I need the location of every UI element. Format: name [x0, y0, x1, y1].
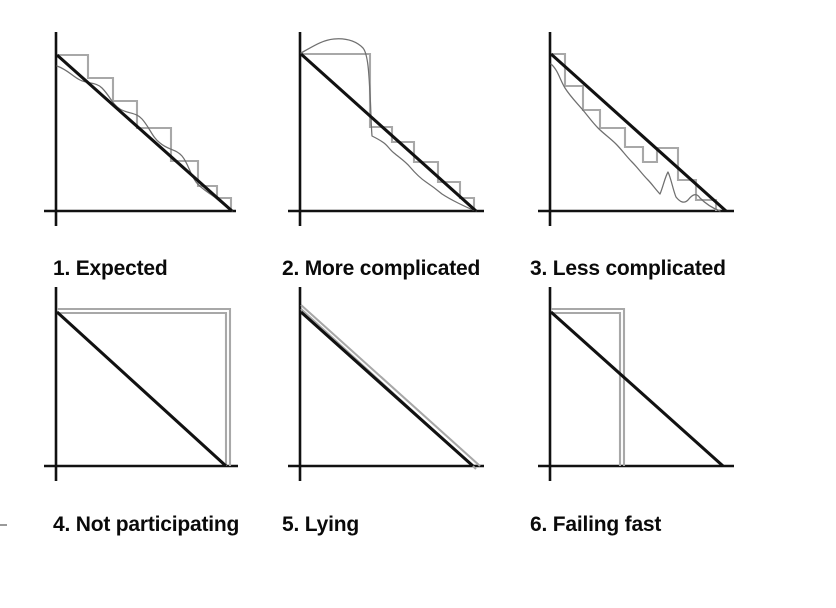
smooth-line-2 — [300, 38, 477, 212]
chart-caption-6: 6. Failing fast — [530, 513, 662, 536]
chart-caption-3: 3. Less complicated — [530, 257, 726, 280]
chart-caption-5: 5. Lying — [282, 513, 359, 536]
ideal-line-1 — [55, 53, 234, 213]
step-line-6 — [551, 311, 622, 466]
chart-grid: 1. Expected 2. More complicated 3. Les — [26, 14, 826, 539]
page-edge-mark — [0, 524, 7, 526]
ideal-line-4 — [55, 310, 228, 468]
chart-5-plot — [288, 287, 484, 481]
chart-caption-4: 4. Not participating — [53, 513, 240, 536]
step-line-4 — [57, 311, 228, 466]
chart-panel-6: 6. Failing fast — [520, 279, 790, 539]
chart-panel-1: 1. Expected — [26, 14, 270, 279]
step-line-5 — [300, 304, 481, 467]
chart-2-plot — [288, 32, 484, 226]
ideal-line-3 — [549, 52, 728, 213]
chart-6-plot — [538, 287, 734, 481]
chart-panel-3: 3. Less complicated — [520, 14, 790, 279]
chart-caption-1: 1. Expected — [53, 257, 168, 280]
ideal-line-5 — [299, 310, 475, 468]
step-line-4-shadow — [57, 307, 232, 466]
chart-caption-2: 2. More complicated — [282, 257, 481, 280]
step-line-1 — [57, 53, 233, 211]
chart-panel-4: 4. Not participating — [26, 279, 270, 539]
smooth-line-3 — [550, 63, 721, 212]
chart-1-plot — [44, 32, 236, 226]
ideal-line-6 — [549, 310, 725, 468]
step-line-6-shadow — [551, 307, 626, 466]
chart-panel-5: 5. Lying — [270, 279, 520, 539]
smooth-line-1 — [56, 65, 233, 212]
chart-panel-2: 2. More complicated — [270, 14, 520, 279]
chart-4-plot — [44, 287, 238, 481]
step-line-3 — [551, 52, 718, 211]
chart-3-plot — [538, 32, 734, 226]
ideal-line-2 — [299, 52, 478, 213]
